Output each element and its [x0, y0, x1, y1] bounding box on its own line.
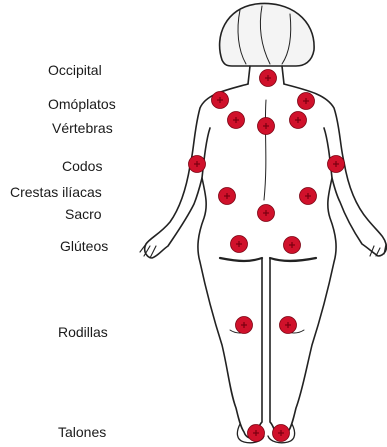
label-rodillas: Rodillas: [58, 324, 108, 340]
label-crestas-iliacas: Crestas ilíacas: [10, 184, 102, 200]
vertebras-point-left: [228, 112, 245, 129]
omoplatos-point-right: [298, 93, 315, 110]
codos-point-left: [189, 156, 206, 173]
label-omoplatos: Omóplatos: [48, 96, 116, 112]
gluteos-point-right: [284, 237, 301, 254]
talones-point-left: [248, 425, 265, 442]
codos-point-right: [328, 156, 345, 173]
label-sacro: Sacro: [65, 206, 102, 222]
rodillas-point-left: [236, 317, 253, 334]
gluteos-point-left: [231, 236, 248, 253]
occipital-point: [260, 70, 277, 87]
crestas-point-right: [300, 188, 317, 205]
label-talones: Talones: [58, 424, 106, 440]
label-codos: Codos: [62, 158, 102, 174]
talones-point-right: [273, 425, 290, 442]
crestas-point-left: [219, 188, 236, 205]
rodillas-point-right: [280, 317, 297, 334]
label-vertebras: Vértebras: [52, 120, 113, 136]
label-occipital: Occipital: [48, 62, 102, 78]
label-gluteos: Glúteos: [60, 238, 108, 254]
sacro-point: [258, 205, 275, 222]
omoplatos-point-left: [212, 92, 229, 109]
vertebras-point-right: [290, 112, 307, 129]
vertebras-point-center: [258, 118, 275, 135]
